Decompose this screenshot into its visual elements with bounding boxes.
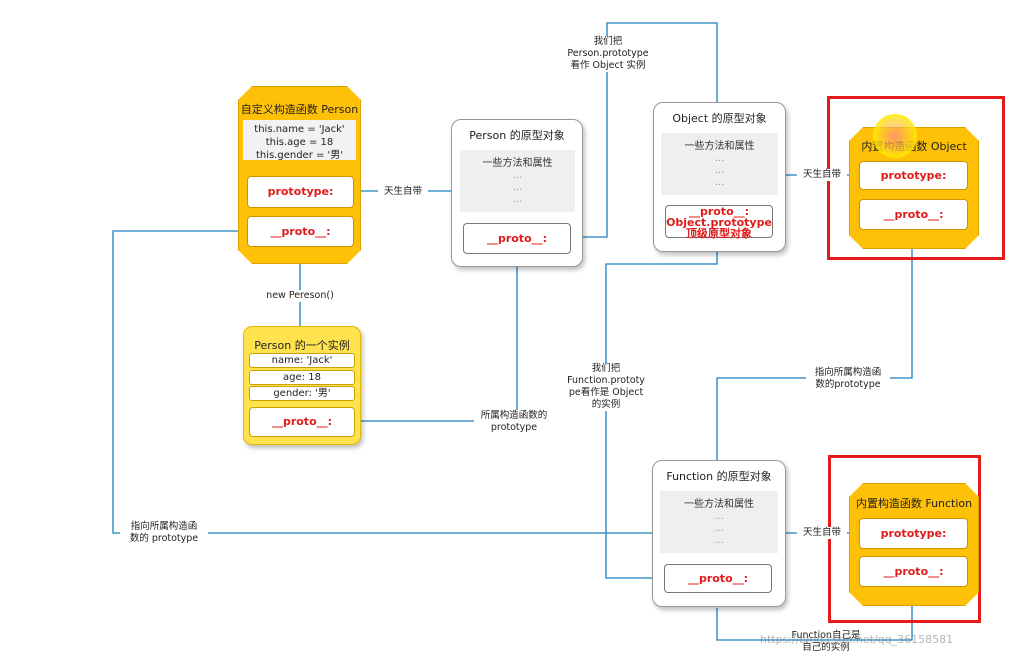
label-object-ctor-points-prototype: 指向所属构造函 数的prototype xyxy=(806,367,890,391)
label-line: 自己的实例 xyxy=(802,642,850,653)
label-born-with-person: 天生自带 xyxy=(378,186,428,198)
highlight-frame-function xyxy=(828,455,981,623)
person-instance: Person 的一个实例 name: 'Jack' age: 18 gender… xyxy=(243,326,361,445)
label-line: 指向所属构造函 xyxy=(814,367,882,378)
methods-label: 一些方法和属性 xyxy=(482,158,553,169)
line-function-self xyxy=(716,588,913,641)
person-constructor: 自定义构造函数 Person this.name = 'Jack' this.a… xyxy=(238,86,361,264)
methods-dots: ... xyxy=(714,153,725,164)
methods-label: 一些方法和属性 xyxy=(684,141,755,152)
function-proto-slot: __proto__: xyxy=(859,556,968,587)
label-line: 数的 prototype xyxy=(129,533,199,544)
label-treat-person-prototype: 我们把 Person.prototype 看作 Object 实例 xyxy=(560,36,656,72)
line-instance-proto xyxy=(355,265,518,422)
methods-dots: ... xyxy=(714,177,725,188)
label-born-with-function: 天生自带 xyxy=(797,527,847,539)
person-constructor-code: this.name = 'Jack' this.age = 18 this.ge… xyxy=(243,120,356,160)
function-constructor: 内置构造函数 Function prototype: __proto__: xyxy=(849,483,979,606)
code-line: this.name = 'Jack' xyxy=(254,124,345,135)
label-function-self-instance: Function自己是 自己的实例 xyxy=(784,630,868,654)
function-prototype-proto-slot: __proto__: xyxy=(664,564,772,593)
instance-field-gender: gender: '男' xyxy=(249,386,355,401)
function-constructor-title: 内置构造函数 Function xyxy=(855,497,973,510)
proto-slot-line: 顶级原型对象 xyxy=(686,227,752,240)
proto-slot-line: Object.prototype xyxy=(666,216,772,229)
label-instance-points-prototype: 所属构造函数的 prototype xyxy=(474,410,554,434)
person-instance-title: Person 的一个实例 xyxy=(254,339,350,352)
object-prototype-slot: prototype: xyxy=(859,161,968,190)
object-prototype-title: Object 的原型对象 xyxy=(672,112,767,125)
label-line: 所属构造函数的 xyxy=(480,410,548,421)
cursor-highlight xyxy=(873,114,917,158)
methods-dots: ... xyxy=(512,170,523,181)
label-line: 指向所属构造函 xyxy=(130,521,198,532)
label-line: prototype xyxy=(490,422,538,433)
instance-field-age: age: 18 xyxy=(249,370,355,385)
methods-dots: ... xyxy=(714,511,724,522)
code-line: this.gender = '男' xyxy=(255,150,344,161)
line-function-proto-up xyxy=(605,250,718,579)
label-new-person: new Pereson() xyxy=(262,290,338,302)
person-prototype-slot: prototype: xyxy=(247,176,354,208)
person-prototype-object: Person 的原型对象 一些方法和属性 ... ... ... __proto… xyxy=(451,119,583,267)
function-prototype-methods: 一些方法和属性 ... ... ... xyxy=(660,491,778,553)
person-constructor-title: 自定义构造函数 Person xyxy=(240,103,359,116)
line-object-ctor-proto xyxy=(716,230,913,460)
label-line: 看作 Object 实例 xyxy=(570,60,646,71)
object-prototype-object: Object 的原型对象 一些方法和属性 ... ... ... __proto… xyxy=(653,102,786,252)
label-born-with-object: 天生自带 xyxy=(797,169,847,181)
methods-dots: ... xyxy=(714,165,725,176)
function-prototype-slot: prototype: xyxy=(859,518,968,549)
watermark: https://blog.csdn.net/qq_36158581 xyxy=(760,633,954,646)
methods-label: 一些方法和属性 xyxy=(684,499,754,510)
function-prototype-object: Function 的原型对象 一些方法和属性 ... ... ... __pro… xyxy=(652,460,786,607)
label-line: pe看作是 Object xyxy=(568,387,644,398)
person-prototype-proto-slot: __proto__: xyxy=(463,223,571,254)
methods-dots: ... xyxy=(512,194,523,205)
instance-proto-slot: __proto__: xyxy=(249,407,355,437)
object-prototype-methods: 一些方法和属性 ... ... ... xyxy=(661,133,778,195)
label-line: 的实例 xyxy=(591,399,621,410)
methods-dots: ... xyxy=(714,523,724,534)
proto-slot-line: __proto__: xyxy=(688,205,750,218)
label-line: 我们把 xyxy=(593,36,623,47)
person-proto-slot: __proto__: xyxy=(247,216,354,247)
label-treat-function-prototype: 我们把 Function.prototy pe看作是 Object 的实例 xyxy=(563,363,649,411)
line-person-proto-up xyxy=(570,22,718,238)
person-prototype-methods: 一些方法和属性 ... ... ... xyxy=(460,150,575,212)
label-line: Function.prototy xyxy=(567,375,645,386)
person-prototype-title: Person 的原型对象 xyxy=(469,129,565,142)
label-person-ctor-points-prototype: 指向所属构造函 数的 prototype xyxy=(120,521,208,545)
methods-dots: ... xyxy=(512,182,523,193)
instance-field-name: name: 'Jack' xyxy=(249,353,355,368)
label-line: Function自己是 xyxy=(791,630,861,641)
object-proto-slot: __proto__: xyxy=(859,199,968,230)
label-line: Person.prototype xyxy=(567,48,649,59)
object-prototype-proto-slot: __proto__: Object.prototype 顶级原型对象 xyxy=(665,205,773,240)
label-line: 我们把 xyxy=(591,363,621,374)
label-line: 数的prototype xyxy=(815,379,881,390)
code-line: this.age = 18 xyxy=(265,137,334,148)
function-prototype-title: Function 的原型对象 xyxy=(666,470,772,483)
line-person-ctor-proto xyxy=(112,230,652,534)
methods-dots: ... xyxy=(714,535,724,546)
